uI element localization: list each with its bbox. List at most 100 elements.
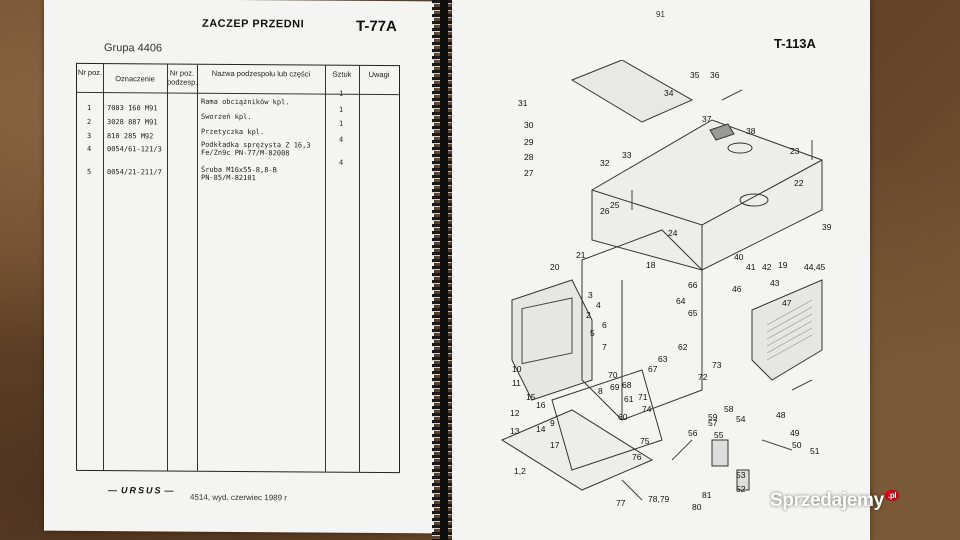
callout-80: 80 <box>692 502 702 512</box>
group-label: Grupa 4406 <box>104 42 163 55</box>
callout-66: 66 <box>688 280 698 290</box>
callout-5: 5 <box>590 328 595 338</box>
callout-57: 57 <box>708 418 718 428</box>
callout-52: 52 <box>736 484 746 494</box>
callout-51: 51 <box>810 446 820 456</box>
callout-74: 74 <box>642 404 652 414</box>
page-code-right: T-113A <box>774 36 816 51</box>
footer-edition: 4514, wyd. czerwiec 1989 r <box>190 492 287 503</box>
callout-68: 68 <box>622 380 632 390</box>
callout-15: 15 <box>526 392 536 402</box>
callout-13: 13 <box>510 426 520 436</box>
callout-23: 23 <box>790 146 800 156</box>
page-number: 91 <box>656 10 665 19</box>
callout-60: 60 <box>618 412 628 422</box>
header-nr: Nr poz. <box>77 67 103 78</box>
table-row: 4 0054/61-121/3 Podkładka sprężysta Z 16… <box>87 135 344 158</box>
callout-28: 28 <box>524 152 534 162</box>
table-row: 2 3028 887 M91 Sworzeń kpl. 1 <box>87 105 344 127</box>
callout-54: 54 <box>736 414 746 424</box>
callout-63: 63 <box>658 354 668 364</box>
callout-26: 26 <box>600 206 610 216</box>
callout-43: 43 <box>770 278 780 288</box>
callout-29: 29 <box>524 137 534 147</box>
callout-39: 39 <box>822 222 832 232</box>
header-sztuk: Sztuk <box>332 69 352 79</box>
callout-40: 40 <box>734 252 744 262</box>
callout-9: 9 <box>550 418 555 428</box>
callout-44-45: 44,45 <box>804 262 826 272</box>
callout-75: 75 <box>640 436 650 446</box>
callout-59: 59 <box>708 412 718 422</box>
exploded-diagram <box>500 60 823 501</box>
callout-19: 19 <box>778 260 788 270</box>
callout-3: 3 <box>588 290 593 300</box>
callout-47: 47 <box>782 298 792 308</box>
callout-76: 76 <box>632 452 642 462</box>
callout-42: 42 <box>762 262 772 272</box>
callout-7: 7 <box>602 342 607 352</box>
callout-70: 70 <box>608 370 618 380</box>
callout-55: 55 <box>714 430 724 440</box>
callout-56: 56 <box>688 428 698 438</box>
callout-2: 2 <box>586 310 591 320</box>
callout-67: 67 <box>648 364 658 374</box>
header-uwagi: Uwagi <box>368 69 390 80</box>
callout-71: 71 <box>638 392 648 402</box>
watermark-text: Sprzedajemy <box>770 490 884 511</box>
right-page: 91 T-113A <box>452 0 870 540</box>
header-oznaczenie: Oznaczenie <box>115 74 155 84</box>
parts-table: Nr poz. Oznaczenie Nr poz. podzesp. Nazw… <box>76 62 400 474</box>
page-title: ZACZEP PRZEDNI <box>202 17 305 31</box>
callout-11: 11 <box>512 378 521 388</box>
table-row: 5 0054/21-211/7 Śruba M16x55-8,8-B PN-85… <box>87 158 344 183</box>
callout-65: 65 <box>688 308 698 318</box>
callout-34: 34 <box>664 88 674 98</box>
callout-31: 31 <box>518 98 528 108</box>
callout-73: 73 <box>712 360 722 370</box>
callout-32: 32 <box>600 158 610 168</box>
callout-27: 27 <box>524 168 534 178</box>
callout-81: 81 <box>702 490 712 500</box>
callout-53: 53 <box>736 470 746 480</box>
callout-38: 38 <box>746 126 756 136</box>
callout-41: 41 <box>746 262 756 272</box>
callout-64: 64 <box>676 296 686 306</box>
callout-61: 61 <box>624 394 634 404</box>
callout-35: 35 <box>690 70 700 80</box>
callout-21: 21 <box>576 250 586 260</box>
callout-77: 77 <box>616 498 626 508</box>
watermark-badge: .pl <box>884 490 900 501</box>
callout-6: 6 <box>602 320 607 330</box>
callout-50: 50 <box>792 440 802 450</box>
callout-4: 4 <box>596 300 601 310</box>
callout-36: 36 <box>710 70 720 80</box>
callout-12: 12 <box>510 408 520 418</box>
left-page: ZACZEP PRZEDNI T-77A Grupa 4406 Nr poz. … <box>44 0 434 534</box>
header-nr-podzesp: Nr poz. podzesp. <box>167 68 198 87</box>
callout-22: 22 <box>794 178 804 188</box>
page-code: T-77A <box>356 17 397 36</box>
table-row: 1 7003 160 M91 Rama obciążników kpl. 1 <box>87 89 344 113</box>
callout-69: 69 <box>610 382 620 392</box>
callout-8: 8 <box>598 386 603 396</box>
table-row: 3 810 285 M92 Przetyczka kpl. 1 <box>87 119 344 141</box>
callout-1-2: 1,2 <box>514 466 526 476</box>
ursus-logo: URSUS <box>106 485 178 495</box>
callout-48: 48 <box>776 410 786 420</box>
callout-17: 17 <box>550 440 560 450</box>
callout-24: 24 <box>668 228 678 238</box>
callout-10: 10 <box>512 364 522 374</box>
callout-49: 49 <box>790 428 800 438</box>
watermark-logo: Sprzedajemy.pl <box>770 490 900 512</box>
callout-78-79: 78,79 <box>648 494 670 504</box>
callout-30: 30 <box>524 120 534 130</box>
callout-25: 25 <box>610 200 620 210</box>
callout-72: 72 <box>698 372 708 382</box>
callout-16: 16 <box>536 400 546 410</box>
header-nazwa: Nazwa podzespołu lub części <box>211 68 311 79</box>
callout-62: 62 <box>678 342 688 352</box>
callout-58: 58 <box>724 404 734 414</box>
callout-33: 33 <box>622 150 632 160</box>
callout-37: 37 <box>702 114 712 124</box>
